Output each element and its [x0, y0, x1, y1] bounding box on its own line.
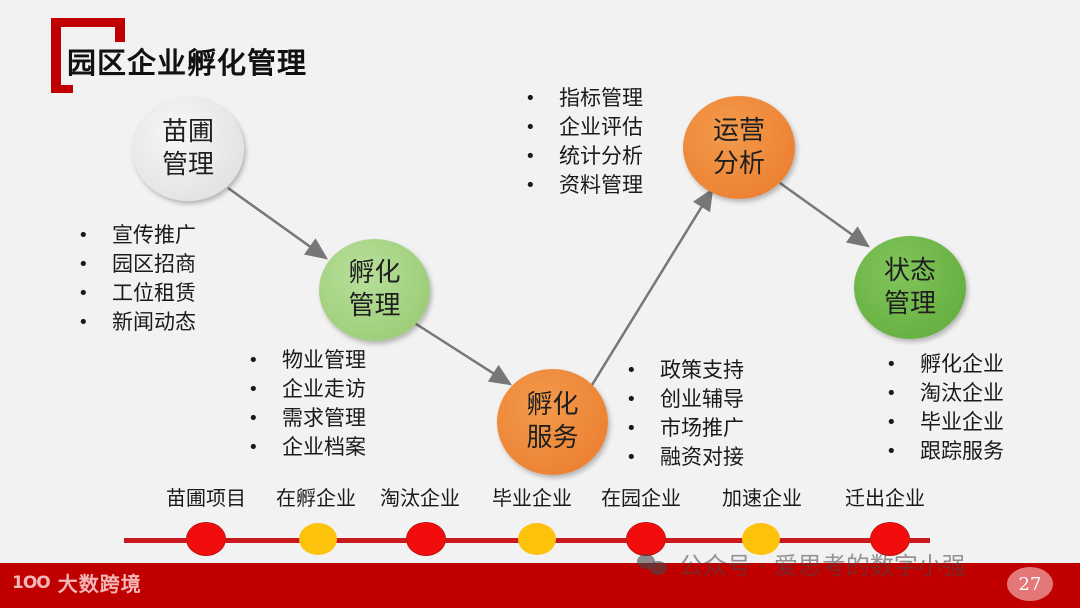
list-item: 需求管理: [248, 404, 366, 433]
node-status-management: 状态管理: [854, 236, 966, 339]
watermark: 公众号 · 爱思考的数字小强: [637, 546, 966, 581]
list-item: 企业评估: [525, 113, 643, 142]
timeline-label: 迁出企业: [845, 486, 925, 510]
timeline-dot: [187, 523, 225, 555]
list-item: 淘汰企业: [886, 379, 1004, 408]
title-bracket-decoration: [51, 18, 125, 93]
logo-name: 大数跨境: [57, 572, 142, 596]
list-item: 创业辅导: [626, 385, 744, 414]
list-item: 统计分析: [525, 142, 643, 171]
timeline-label: 在孵企业: [276, 486, 356, 510]
list-item: 孵化企业: [886, 350, 1004, 379]
list-incubation-service: 政策支持 创业辅导 市场推广 融资对接: [626, 356, 744, 472]
list-item: 物业管理: [248, 346, 366, 375]
list-item: 指标管理: [525, 84, 643, 113]
list-item: 园区招商: [78, 250, 196, 279]
timeline-dot: [299, 523, 337, 555]
timeline-label: 加速企业: [722, 486, 802, 510]
node-incubation-management: 孵化管理: [319, 239, 430, 341]
list-item: 毕业企业: [886, 408, 1004, 437]
node-nursery-management: 苗圃管理: [132, 97, 244, 201]
timeline-dot: [871, 523, 909, 555]
timeline-dot: [742, 523, 780, 555]
list-item: 市场推广: [626, 414, 744, 443]
node-operation-analysis: 运营分析: [683, 96, 795, 199]
timeline-label: 苗圃项目: [166, 486, 246, 510]
list-nursery: 宣传推广 园区招商 工位租赁 新闻动态: [78, 221, 196, 337]
list-item: 资料管理: [525, 171, 643, 200]
list-operation-analysis: 指标管理 企业评估 统计分析 资料管理: [525, 84, 643, 200]
list-item: 企业档案: [248, 433, 366, 462]
list-incubation-management: 物业管理 企业走访 需求管理 企业档案: [248, 346, 366, 462]
list-item: 融资对接: [626, 443, 744, 472]
timeline-dot: [627, 523, 665, 555]
logo-mark-icon: 1OO: [12, 572, 51, 593]
list-status-management: 孵化企业 淘汰企业 毕业企业 跟踪服务: [886, 350, 1004, 466]
list-item: 宣传推广: [78, 221, 196, 250]
page-number: 27: [1007, 567, 1053, 601]
list-item: 政策支持: [626, 356, 744, 385]
timeline-label: 在园企业: [601, 486, 681, 510]
footer-bar: [0, 563, 1080, 608]
timeline-label: 淘汰企业: [380, 486, 460, 510]
wechat-icon: [637, 552, 669, 576]
node-incubation-service: 孵化服务: [497, 369, 608, 475]
page-title: 园区企业孵化管理: [67, 44, 312, 82]
list-item: 新闻动态: [78, 308, 196, 337]
timeline-dot: [407, 523, 445, 555]
brand-logo: 1OO 大数跨境: [12, 568, 142, 597]
list-item: 工位租赁: [78, 279, 196, 308]
timeline-label: 毕业企业: [492, 486, 572, 510]
list-item: 企业走访: [248, 375, 366, 404]
list-item: 跟踪服务: [886, 437, 1004, 466]
timeline-dot: [518, 523, 556, 555]
